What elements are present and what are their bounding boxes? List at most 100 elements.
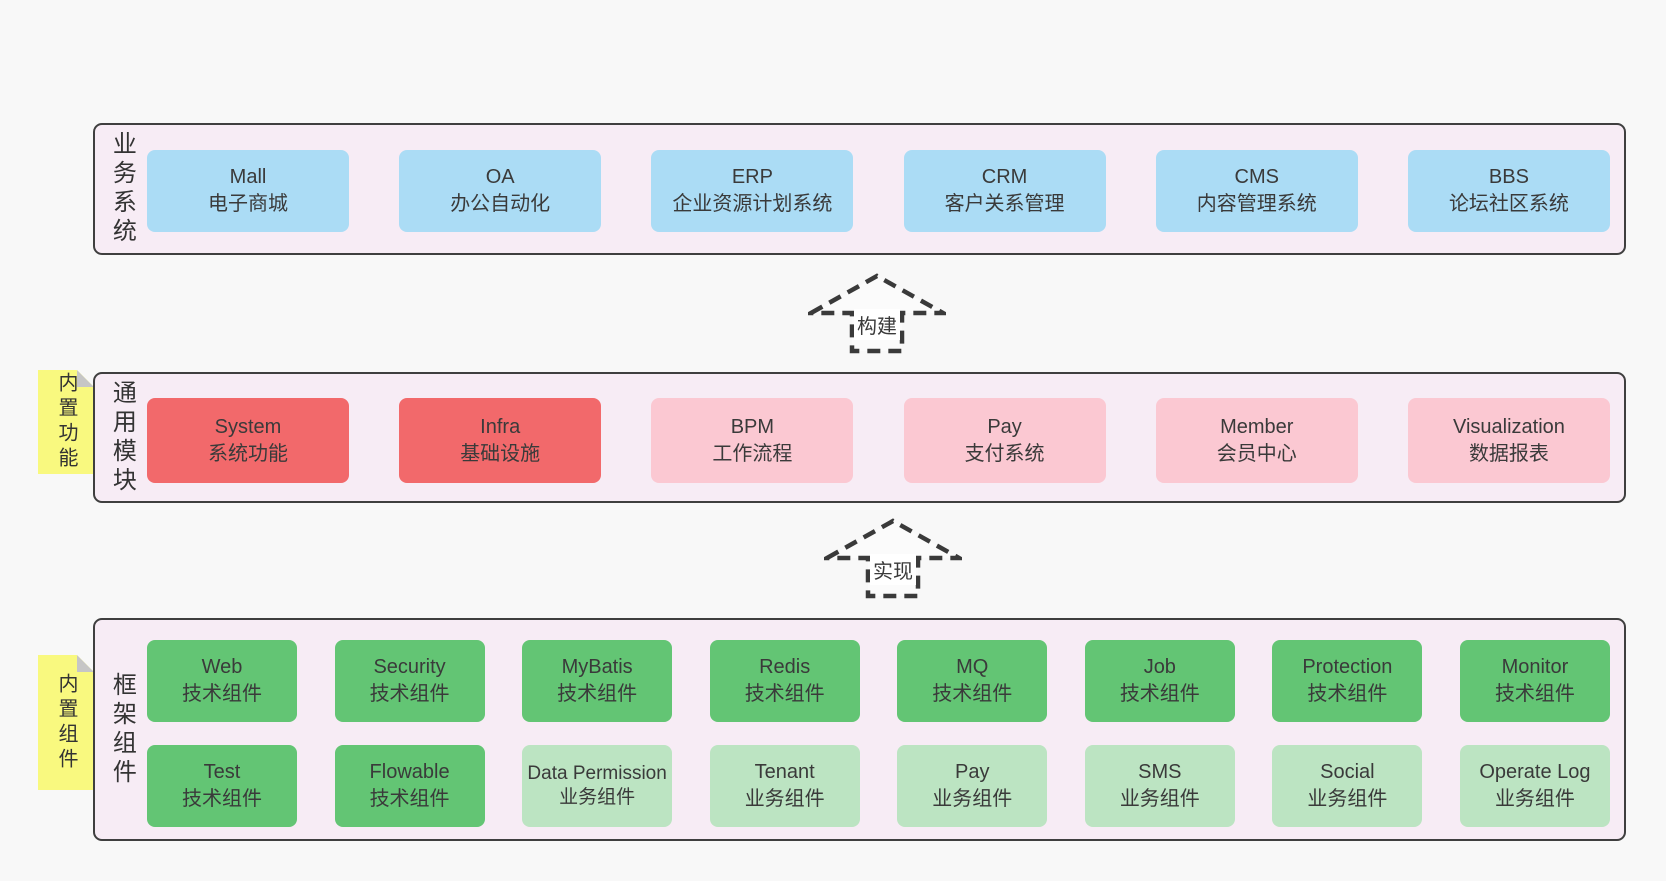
box-subtitle: 技术组件 — [932, 683, 1013, 705]
box-operate-log: Operate Log 业务组件 — [1459, 745, 1610, 827]
box-subtitle: 业务组件 — [744, 788, 825, 810]
box-subtitle: 电子商城 — [208, 193, 288, 215]
box-subtitle: 技术组件 — [1494, 683, 1575, 705]
box-member: Member 会员中心 — [1155, 398, 1358, 483]
box-title: Tenant — [754, 761, 815, 783]
box-protection: Protection 技术组件 — [1272, 640, 1423, 722]
box-title: Job — [1143, 656, 1176, 678]
box-subtitle: 技术组件 — [369, 788, 450, 810]
box-web: Web 技术组件 — [147, 640, 297, 722]
box-title: MQ — [956, 656, 989, 678]
box-flowable: Flowable 技术组件 — [334, 745, 485, 827]
box-sms: SMS 业务组件 — [1084, 745, 1235, 827]
box-pay: Pay 支付系统 — [903, 398, 1106, 483]
sticky-note-builtin-features: 内置功能 — [38, 370, 94, 474]
box-title: Flowable — [369, 761, 450, 783]
box-visualization: Visualization 数据报表 — [1407, 398, 1610, 483]
box-title: CMS — [1234, 166, 1279, 188]
box-title: Test — [203, 761, 241, 783]
box-subtitle: 业务组件 — [1494, 788, 1575, 810]
box-title: Member — [1220, 415, 1294, 438]
implement-arrow-label: 实现 — [870, 554, 916, 585]
box-subtitle: 技术组件 — [182, 683, 262, 705]
box-title: Infra — [480, 415, 521, 438]
box-subtitle: 会员中心 — [1216, 442, 1297, 465]
box-title: OA — [485, 166, 515, 188]
box-test: Test 技术组件 — [147, 745, 297, 827]
box-title: Pay — [987, 415, 1022, 438]
box-subtitle: 办公自动化 — [450, 193, 551, 215]
layer-panel-business-systems: 业务系统 Mall 电子商城 OA 办公自动化 ERP 企业资源计划系统 CRM… — [93, 123, 1626, 255]
box-subtitle: 工作流程 — [712, 442, 793, 465]
box-job: Job 技术组件 — [1084, 640, 1235, 722]
build-arrow-label: 构建 — [854, 309, 900, 340]
box-bbs: BBS 论坛社区系统 — [1407, 150, 1610, 232]
box-pay-biz: Pay 业务组件 — [897, 745, 1048, 827]
layer-label-common-modules: 通用模块 — [108, 379, 136, 496]
box-subtitle: 客户关系管理 — [944, 193, 1065, 215]
box-title: Redis — [759, 656, 811, 678]
box-subtitle: 企业资源计划系统 — [672, 193, 833, 215]
box-title: Pay — [955, 761, 990, 783]
box-mybatis: MyBatis 技术组件 — [522, 640, 673, 722]
box-subtitle: 技术组件 — [182, 788, 262, 810]
box-title: MyBatis — [561, 656, 633, 678]
box-cms: CMS 内容管理系统 — [1155, 150, 1358, 232]
box-title: SMS — [1138, 761, 1182, 783]
sticky-note-label: 内置功能 — [55, 372, 77, 472]
box-erp: ERP 企业资源计划系统 — [651, 150, 854, 232]
box-subtitle: 业务组件 — [1119, 788, 1200, 810]
box-subtitle: 业务组件 — [932, 788, 1013, 810]
box-social: Social 业务组件 — [1272, 745, 1423, 827]
build-arrow-icon: 构建 — [808, 273, 946, 355]
layer-label-business-systems: 业务系统 — [108, 131, 136, 247]
box-subtitle: 业务组件 — [1307, 788, 1388, 810]
box-title: Data Permission — [527, 763, 667, 784]
box-subtitle: 论坛社区系统 — [1448, 193, 1569, 215]
box-subtitle: 数据报表 — [1468, 442, 1549, 465]
box-subtitle: 技术组件 — [1307, 683, 1388, 705]
box-system: System 系统功能 — [147, 398, 349, 483]
box-title: Social — [1320, 761, 1375, 783]
layer-panel-common-modules: 通用模块 System 系统功能 Infra 基础设施 BPM 工作流程 Pay… — [93, 372, 1626, 503]
sticky-note-builtin-components: 内置组件 — [38, 655, 94, 790]
box-security: Security 技术组件 — [334, 640, 485, 722]
box-title: BPM — [730, 415, 775, 438]
sticky-note-label: 内置组件 — [55, 672, 77, 773]
components-box-row-1: Web 技术组件 Security 技术组件 MyBatis 技术组件 Redi… — [147, 640, 1610, 722]
implement-arrow-icon: 实现 — [824, 518, 962, 600]
box-oa: OA 办公自动化 — [399, 150, 602, 232]
box-title: Visualization — [1452, 415, 1565, 438]
box-tenant: Tenant 业务组件 — [709, 745, 860, 827]
box-subtitle: 支付系统 — [964, 442, 1045, 465]
box-redis: Redis 技术组件 — [709, 640, 860, 722]
box-title: Protection — [1302, 656, 1393, 678]
box-title: Operate Log — [1479, 761, 1591, 783]
box-bpm: BPM 工作流程 — [651, 398, 854, 483]
box-title: CRM — [981, 166, 1028, 188]
box-subtitle: 技术组件 — [369, 683, 450, 705]
box-subtitle: 技术组件 — [744, 683, 825, 705]
box-title: Monitor — [1501, 656, 1569, 678]
folded-corner-icon — [77, 655, 94, 672]
box-subtitle: 技术组件 — [1119, 683, 1200, 705]
folded-corner-icon — [77, 370, 94, 387]
box-infra: Infra 基础设施 — [399, 398, 602, 483]
box-data-permission: Data Permission 业务组件 — [522, 745, 673, 827]
box-crm: CRM 客户关系管理 — [903, 150, 1106, 232]
business-box-row: Mall 电子商城 OA 办公自动化 ERP 企业资源计划系统 CRM 客户关系… — [147, 150, 1610, 232]
modules-box-row: System 系统功能 Infra 基础设施 BPM 工作流程 Pay 支付系统… — [147, 398, 1610, 483]
box-mq: MQ 技术组件 — [897, 640, 1048, 722]
box-title: BBS — [1488, 166, 1529, 188]
box-title: System — [214, 415, 282, 438]
box-title: Web — [201, 656, 243, 678]
components-box-row-2: Test 技术组件 Flowable 技术组件 Data Permission … — [147, 745, 1610, 827]
box-subtitle: 技术组件 — [557, 683, 638, 705]
box-title: ERP — [731, 166, 773, 188]
box-subtitle: 系统功能 — [208, 442, 288, 465]
box-mall: Mall 电子商城 — [147, 150, 349, 232]
box-monitor: Monitor 技术组件 — [1459, 640, 1610, 722]
box-subtitle: 基础设施 — [460, 442, 541, 465]
layer-panel-framework-components: 框架组件 Web 技术组件 Security 技术组件 MyBatis 技术组件… — [93, 618, 1626, 841]
